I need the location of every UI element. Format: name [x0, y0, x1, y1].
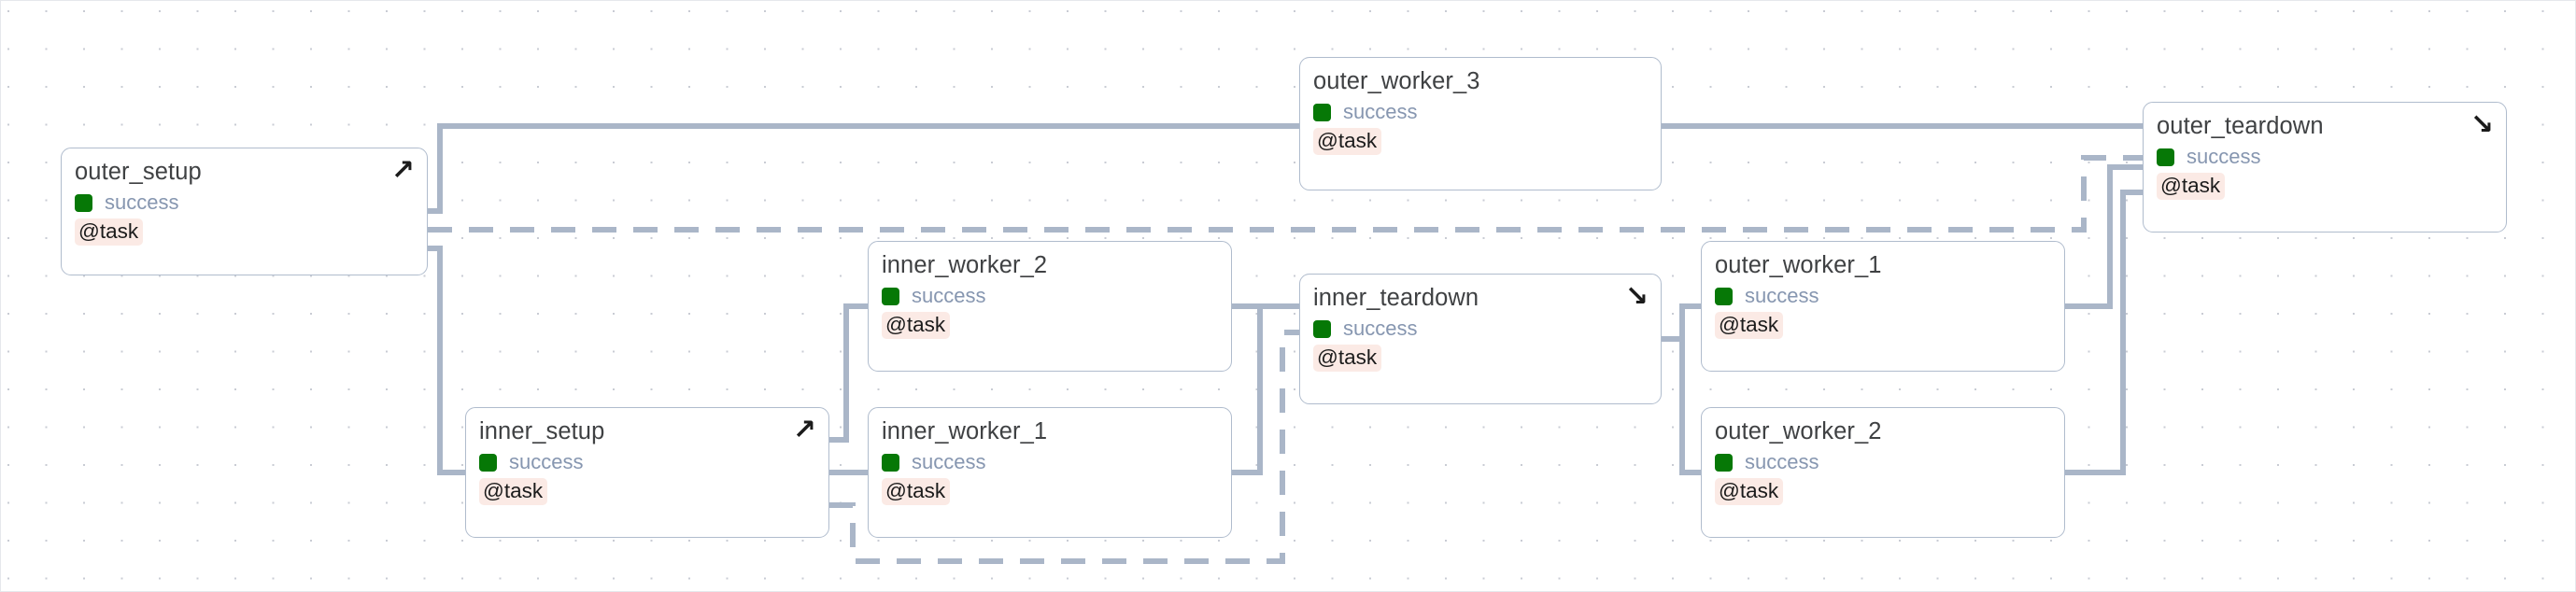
task-node-state-label: success: [912, 284, 986, 307]
task-node-title: inner_worker_1: [882, 418, 1048, 444]
task-node-tag: @task: [882, 478, 951, 505]
status-swatch-icon: [882, 287, 899, 305]
task-node-inner-worker-1[interactable]: inner_worker_1 success @task: [868, 407, 1232, 538]
task-node-title: outer_worker_3: [1313, 68, 1480, 94]
task-node-state-label: success: [1745, 450, 1819, 473]
task-node-state-label: success: [105, 190, 179, 214]
task-node-title: outer_teardown: [2157, 113, 2324, 139]
task-node-state-label: success: [1343, 100, 1418, 123]
status-swatch-icon: [479, 453, 497, 472]
task-node-inner-teardown[interactable]: inner_teardown success @task ↘: [1299, 274, 1662, 404]
task-node-state: success: [1715, 450, 2051, 474]
status-swatch-icon: [1313, 103, 1331, 121]
task-node-tag: @task: [1715, 478, 1784, 505]
task-node-tag: @task: [882, 312, 951, 339]
task-node-tag: @task: [2157, 173, 2226, 200]
task-node-title: outer_worker_1: [1715, 252, 1882, 278]
task-node-state-label: success: [1343, 317, 1418, 340]
task-node-tag: @task: [1313, 128, 1382, 155]
task-node-state: success: [479, 450, 815, 474]
task-node-state: success: [1313, 100, 1648, 124]
edge-outer_worker_2-outer_teardown: [2065, 190, 2143, 475]
task-node-title: outer_setup: [75, 159, 202, 185]
edge-inner_teardown-outer_worker_1: [1662, 303, 1701, 342]
status-swatch-icon: [1715, 287, 1733, 305]
task-node-outer-worker-1[interactable]: outer_worker_1 success @task: [1701, 241, 2065, 372]
task-node-title: inner_setup: [479, 418, 605, 444]
task-node-state-label: success: [509, 450, 584, 473]
edge-outer_setup-outer_teardown: [428, 155, 2143, 233]
task-node-state-label: success: [912, 450, 986, 473]
edge-inner_worker_1-inner_teardown: [1232, 303, 1299, 475]
task-node-tag: @task: [1715, 312, 1784, 339]
status-swatch-icon: [1313, 319, 1331, 338]
task-node-outer-worker-2[interactable]: outer_worker_2 success @task: [1701, 407, 2065, 538]
task-node-state: success: [882, 450, 1218, 474]
edge-outer_worker_1-outer_teardown: [2065, 164, 2143, 309]
task-node-outer-teardown[interactable]: outer_teardown success @task ↘: [2143, 102, 2507, 233]
arrow-up-right-icon[interactable]: ↗: [390, 154, 415, 187]
task-node-outer-worker-3[interactable]: outer_worker_3 success @task: [1299, 57, 1662, 190]
task-node-title: outer_worker_2: [1715, 418, 1882, 444]
task-node-state-label: success: [2187, 145, 2261, 168]
status-swatch-icon: [2157, 148, 2174, 166]
task-node-outer-setup[interactable]: outer_setup success @task ↗: [61, 148, 428, 275]
arrow-down-right-icon[interactable]: ↘: [2470, 108, 2494, 141]
task-node-inner-worker-2[interactable]: inner_worker_2 success @task: [868, 241, 1232, 372]
edge-outer_setup-inner_setup: [428, 246, 465, 475]
status-swatch-icon: [1715, 453, 1733, 472]
edge-inner_teardown-outer_worker_2: [1662, 336, 1701, 475]
status-swatch-icon: [75, 193, 92, 212]
task-node-tag: @task: [1313, 345, 1382, 372]
task-node-title: inner_teardown: [1313, 285, 1479, 311]
task-node-state: success: [75, 190, 414, 215]
task-node-tag: @task: [75, 218, 144, 246]
status-swatch-icon: [882, 453, 899, 472]
task-node-state-label: success: [1745, 284, 1819, 307]
task-node-state: success: [1313, 317, 1648, 341]
edge-outer_setup-outer_worker_3: [428, 123, 1299, 214]
task-node-tag: @task: [479, 478, 548, 505]
arrow-up-right-icon[interactable]: ↗: [792, 414, 816, 446]
edge-inner_setup-inner_worker_2: [829, 303, 868, 443]
arrow-down-right-icon[interactable]: ↘: [1624, 280, 1649, 313]
task-node-state: success: [2157, 145, 2493, 169]
task-node-title: inner_worker_2: [882, 252, 1048, 278]
task-node-state: success: [1715, 284, 2051, 308]
task-node-inner-setup[interactable]: inner_setup success @task ↗: [465, 407, 829, 538]
task-node-state: success: [882, 284, 1218, 308]
